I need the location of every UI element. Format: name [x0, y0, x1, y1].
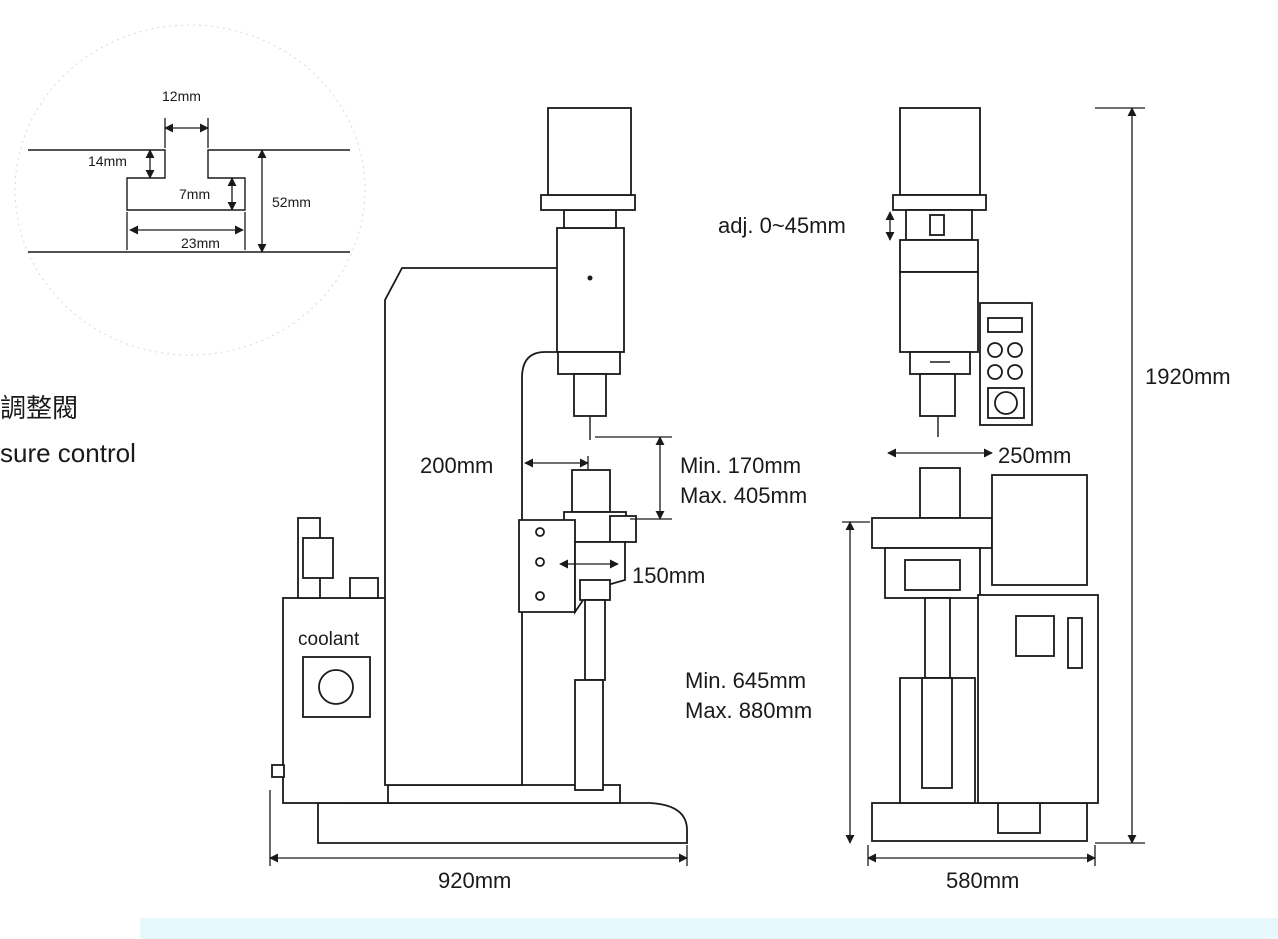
front-view-machine [871, 107, 1099, 842]
side-view-dimensions: coolant 200mm Min. 170mm Max. 405mm 150m… [269, 436, 807, 893]
throat-depth-label: 200mm [420, 453, 493, 478]
stroke-max-label: Max. 405mm [680, 483, 807, 508]
table-size-label: 150mm [632, 563, 705, 588]
side-text-en: sure control [0, 438, 136, 468]
detail-circle-outline [14, 24, 366, 356]
column-width-label: 250mm [998, 443, 1071, 468]
pump-handle-icon [1015, 615, 1055, 657]
slot-dim-inner-label: 7mm [179, 186, 210, 202]
slot-detail: 12mm 14mm 7mm 52mm 23mm [14, 24, 366, 356]
front-view-dimensions: adj. 0~45mm 1920mm 250mm Min. 645mm Max.… [685, 107, 1231, 893]
control-dial-icon [994, 391, 1018, 415]
c-frame [384, 267, 581, 786]
side-width-label: 920mm [438, 868, 511, 893]
motor-housing-front [899, 107, 981, 196]
coolant-label: coolant [298, 629, 360, 650]
coolant-gauge-icon [318, 669, 354, 705]
motor-housing [547, 107, 632, 196]
pump-motor [991, 474, 1088, 586]
side-view-machine [271, 107, 688, 844]
slot-dim-bottom-label: 23mm [181, 235, 220, 251]
adjust-label: adj. 0~45mm [718, 213, 846, 238]
table-height-max-label: Max. 880mm [685, 698, 812, 723]
front-width-label: 580mm [946, 868, 1019, 893]
slot-dim-right-label: 52mm [272, 194, 311, 210]
table-height-min-label: Min. 645mm [685, 668, 806, 693]
stroke-min-label: Min. 170mm [680, 453, 801, 478]
bottom-band [140, 918, 1278, 939]
height-label: 1920mm [1145, 364, 1231, 389]
slot-dim-left-label: 14mm [88, 153, 127, 169]
control-display [987, 317, 1023, 333]
slot-dim-top-label: 12mm [162, 88, 201, 104]
side-text-cjk: 調整閥 [0, 393, 78, 423]
